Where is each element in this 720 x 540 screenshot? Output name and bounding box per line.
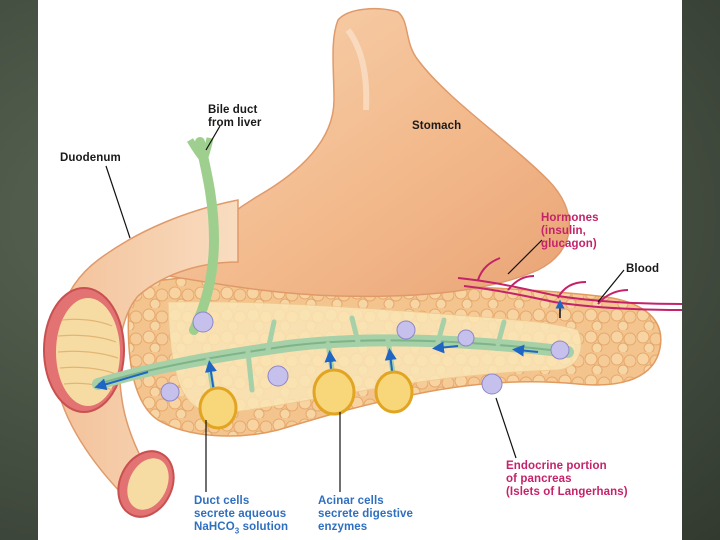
- islet: [396, 320, 416, 340]
- islet: [160, 382, 180, 402]
- pancreas-diagram: [43, 7, 682, 518]
- label-stomach: Stomach: [412, 120, 462, 132]
- stomach: [166, 7, 570, 298]
- label-hormones: Hormones (insulin, glucagon): [541, 212, 599, 250]
- bile-duct: [189, 137, 220, 335]
- label-blood: Blood: [626, 263, 660, 275]
- diagram-slide: Bile duct from liver Stomach Duodenum Ho…: [38, 0, 682, 540]
- islet: [481, 373, 503, 395]
- islet: [550, 340, 570, 360]
- acinus: [374, 370, 414, 414]
- blood-vessels: [457, 257, 682, 311]
- label-duct-cells: Duct cells secrete aqueous NaHCO3 soluti…: [194, 495, 289, 536]
- islet: [192, 311, 214, 333]
- acinus: [312, 368, 356, 416]
- islet: [267, 365, 289, 387]
- label-duodenum: Duodenum: [60, 152, 121, 164]
- label-acinar-cells: Acinar cells secrete digestive enzymes: [318, 495, 414, 533]
- label-bile-duct: Bile duct from liver: [208, 104, 262, 129]
- label-endocrine: Endocrine portion of pancreas (Islets of…: [506, 460, 628, 498]
- islet: [457, 329, 475, 347]
- acinus: [198, 386, 238, 430]
